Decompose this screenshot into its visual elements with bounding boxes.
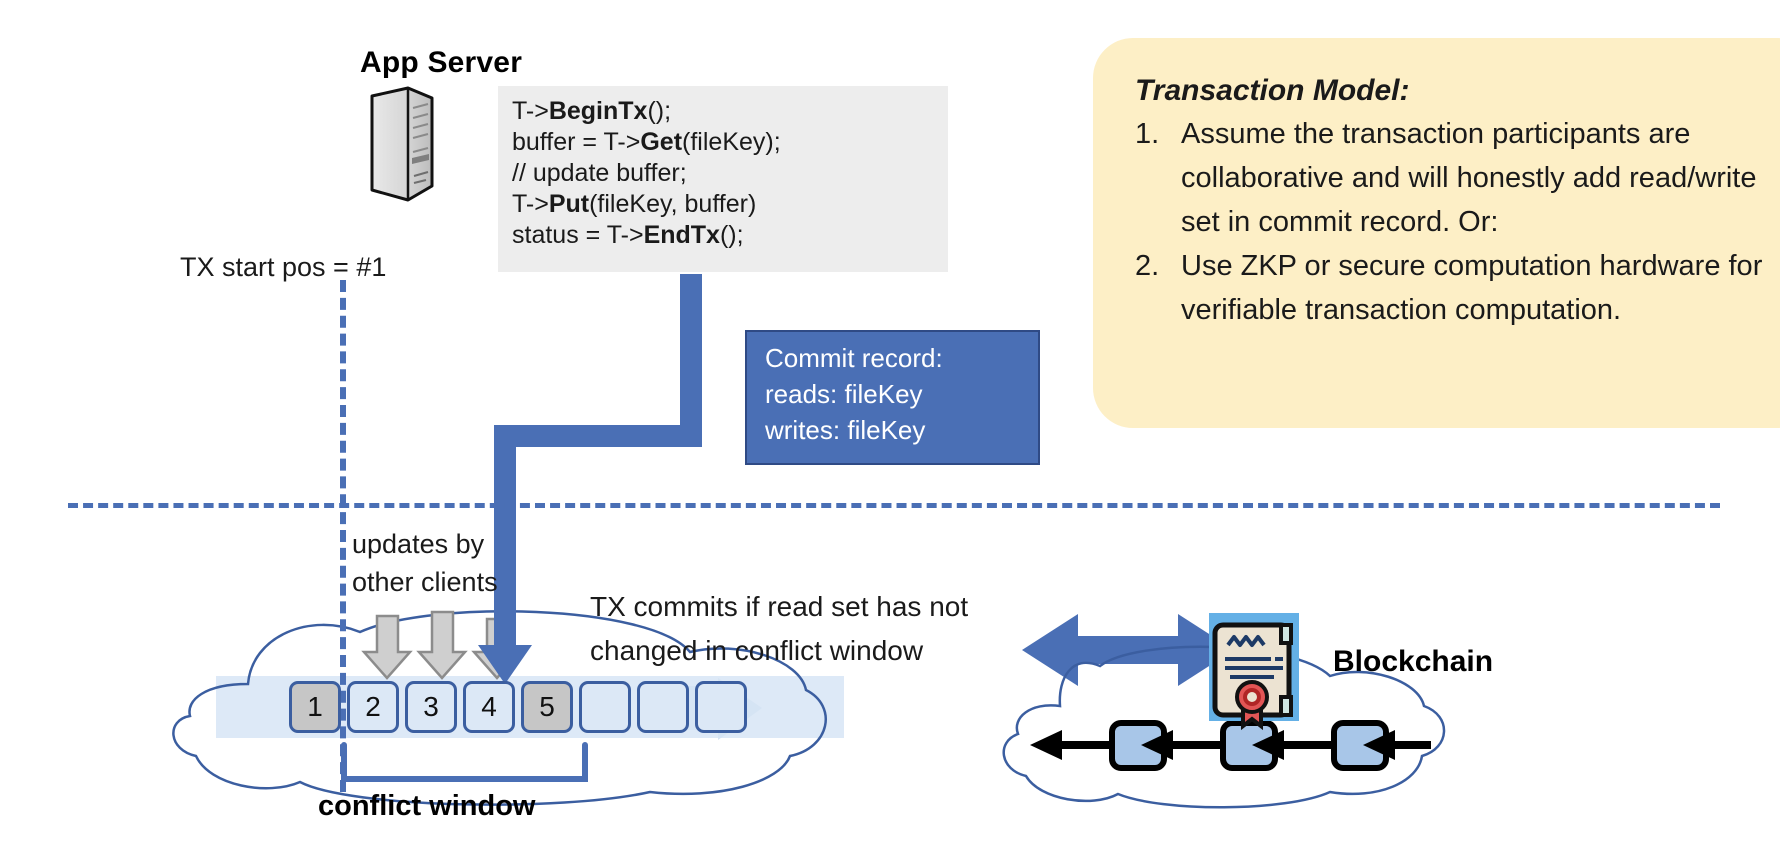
blockchain-blocks xyxy=(1030,720,1431,771)
updates-label-line2: other clients xyxy=(352,567,498,597)
commit-record-title: Commit record: xyxy=(765,343,943,373)
blockchain-cloud xyxy=(1002,645,1446,809)
log-cell[interactable]: 3 xyxy=(405,681,457,733)
tier-divider xyxy=(68,503,1720,508)
transaction-model-item: 2. Use ZKP or secure computation hardwar… xyxy=(1135,244,1778,332)
sync-double-arrow xyxy=(1022,614,1234,686)
log-cell[interactable] xyxy=(695,681,747,733)
log-cell[interactable]: 2 xyxy=(347,681,399,733)
transaction-model-box: Transaction Model: 1. Assume the transac… xyxy=(1093,38,1780,428)
certificate-seal-icon xyxy=(1209,613,1299,731)
code-line-5: status = T->EndTx(); xyxy=(512,221,744,249)
tx-commits-line2: changed in conflict window xyxy=(590,635,924,666)
updates-by-other-clients-label: updates by other clients xyxy=(352,525,498,601)
tx-start-marker-line xyxy=(340,280,346,792)
code-line-4: T->Put(fileKey, buffer) xyxy=(512,190,757,218)
list-text: Use ZKP or secure computation hardware f… xyxy=(1181,250,1763,326)
tx-commits-line1: TX commits if read set has not xyxy=(590,591,969,622)
log-entry-row: 1 2 3 4 5 xyxy=(289,681,747,733)
list-marker: 1. xyxy=(1135,118,1160,150)
code-line-1: T->BeginTx(); xyxy=(512,97,672,125)
blockchain-label: Blockchain xyxy=(1333,645,1494,678)
updates-label-line1: updates by xyxy=(352,529,485,559)
transaction-model-list: 1. Assume the transaction participants a… xyxy=(1135,112,1778,332)
commit-flow-arrow xyxy=(478,274,702,684)
tx-commits-condition-label: TX commits if read set has not changed i… xyxy=(590,585,968,673)
app-server-title: App Server xyxy=(360,46,523,79)
log-cell[interactable] xyxy=(579,681,631,733)
code-line-3: // update buffer; xyxy=(512,159,687,187)
commit-record-reads: reads: fileKey xyxy=(765,379,923,409)
log-cell[interactable]: 4 xyxy=(463,681,515,733)
list-marker: 2. xyxy=(1135,250,1160,282)
conflict-window-bracket xyxy=(341,742,588,782)
app-server-code-box: T->BeginTx(); buffer = T->Get(fileKey); … xyxy=(498,86,948,272)
transaction-model-title: Transaction Model: xyxy=(1135,74,1410,107)
tx-start-pos-label: TX start pos = #1 xyxy=(180,252,387,282)
log-cell[interactable]: 1 xyxy=(289,681,341,733)
conflict-window-label: conflict window xyxy=(318,790,536,822)
transaction-model-item: 1. Assume the transaction participants a… xyxy=(1135,112,1778,244)
list-text: Assume the transaction participants are … xyxy=(1181,118,1757,238)
log-cell[interactable]: 5 xyxy=(521,681,573,733)
commit-record-box: Commit record: reads: fileKey writes: fi… xyxy=(745,330,1040,465)
commit-record-writes: writes: fileKey xyxy=(765,415,926,445)
log-cell[interactable] xyxy=(637,681,689,733)
code-line-2: buffer = T->Get(fileKey); xyxy=(512,128,781,156)
server-tower-icon xyxy=(370,86,434,202)
